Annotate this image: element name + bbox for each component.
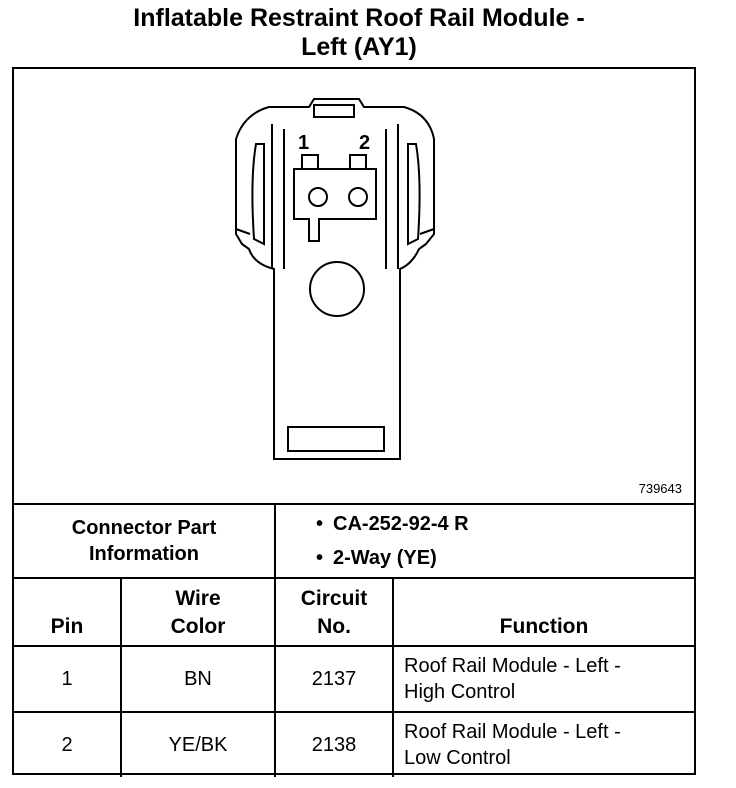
connector-part-label: Connector Part Information	[14, 503, 276, 579]
row-2-circuit: 2138	[274, 711, 394, 777]
row-1-function: Roof Rail Module - Left - High Control	[392, 645, 694, 713]
pin-2-label: 2	[359, 132, 370, 154]
header-wire-color-line-2: Color	[170, 615, 226, 638]
row-2-function-line-1: Roof Rail Module - Left -	[404, 721, 621, 743]
connector-part-values: CA-252-92-4 R 2-Way (YE)	[274, 503, 694, 579]
pin-1-label: 1	[298, 132, 309, 154]
connector-part-label-line-2: Information	[89, 543, 199, 565]
right-latch	[407, 143, 421, 246]
header-circuit: Circuit No.	[274, 577, 394, 647]
table-row: 2 YE/BK 2138 Roof Rail Module - Left - L…	[14, 711, 694, 777]
mounting-hole	[309, 261, 365, 317]
row-1-wire-color: BN	[120, 645, 276, 713]
connector-frame: 1 2 739643 Connector Part Information CA…	[12, 67, 696, 777]
connector-part-row: Connector Part Information CA-252-92-4 R…	[14, 503, 694, 579]
terminal-cavity	[293, 168, 377, 242]
connector-drawing: 1 2	[235, 98, 435, 460]
label-plate	[287, 426, 385, 452]
row-1-circuit: 2137	[274, 645, 394, 713]
row-1-function-line-2: High Control	[404, 681, 516, 703]
left-latch	[251, 143, 265, 246]
header-pin: Pin	[14, 577, 122, 647]
row-1-function-line-1: Roof Rail Module - Left -	[404, 655, 621, 677]
title-line-2: Left (AY1)	[301, 33, 417, 61]
table-row: 1 BN 2137 Roof Rail Module - Left - High…	[14, 645, 694, 713]
table-header-row: Pin Wire Color Circuit No. Function	[14, 577, 694, 647]
connector-diagram: 1 2 739643	[14, 69, 694, 503]
connector-part-label-line-1: Connector Part	[71, 517, 217, 539]
top-latch	[313, 104, 355, 118]
row-2-function-line-2: Low Control	[404, 747, 511, 769]
page-title: Inflatable Restraint Roof Rail Module - …	[0, 4, 718, 62]
connector-body-outline	[235, 98, 435, 460]
pin-1-terminal	[301, 154, 319, 170]
row-1-pin: 1	[14, 645, 122, 713]
connector-info-table: Connector Part Information CA-252-92-4 R…	[14, 503, 694, 777]
title-line-1: Inflatable Restraint Roof Rail Module -	[133, 4, 585, 32]
pin-2-hole	[348, 187, 368, 207]
connector-part-type: 2-Way (YE)	[316, 541, 694, 575]
connector-part-number: CA-252-92-4 R	[316, 507, 694, 541]
figure-id: 739643	[638, 481, 682, 496]
header-wire-color: Wire Color	[120, 577, 276, 647]
pin-1-hole	[308, 187, 328, 207]
header-function: Function	[392, 577, 694, 647]
row-2-wire-color: YE/BK	[120, 711, 276, 777]
header-circuit-line-1: Circuit	[300, 587, 368, 610]
row-2-pin: 2	[14, 711, 122, 777]
header-circuit-line-2: No.	[317, 615, 351, 638]
row-2-function: Roof Rail Module - Left - Low Control	[392, 711, 694, 777]
pin-2-terminal	[349, 154, 367, 170]
header-wire-color-line-1: Wire	[175, 587, 221, 610]
